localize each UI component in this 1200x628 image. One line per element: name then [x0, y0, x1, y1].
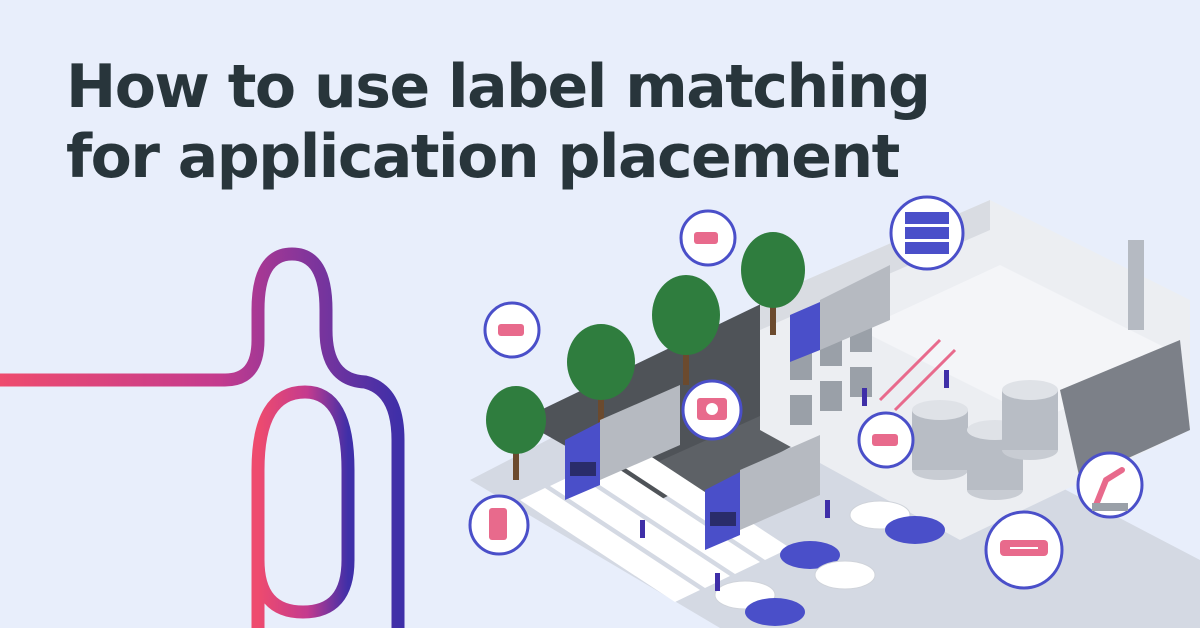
storage-tanks: [912, 380, 1058, 500]
title-line-1: How to use label matching: [66, 52, 931, 122]
robot-arm-icon: [1076, 451, 1144, 519]
phone-sensor-icon: [468, 494, 530, 556]
page-title: How to use label matching for applicatio…: [66, 52, 931, 192]
smart-meter-icon: [681, 379, 743, 441]
pink-staircase: [878, 338, 957, 412]
cars: [714, 500, 945, 626]
security-camera-icon: [679, 209, 737, 267]
trees: [486, 232, 805, 480]
heater-sensor-icon: [984, 510, 1064, 590]
title-line-2: for application placement: [66, 122, 900, 192]
people: [640, 370, 949, 591]
security-camera-icon: [857, 411, 915, 469]
truck-1: [565, 385, 680, 500]
security-camera-icon: [483, 301, 541, 359]
machinery-block: [1060, 340, 1190, 480]
truck-2: [705, 435, 820, 550]
server-rack-icon: [889, 195, 965, 271]
truck-3: [790, 265, 890, 362]
chimney: [1128, 240, 1144, 330]
